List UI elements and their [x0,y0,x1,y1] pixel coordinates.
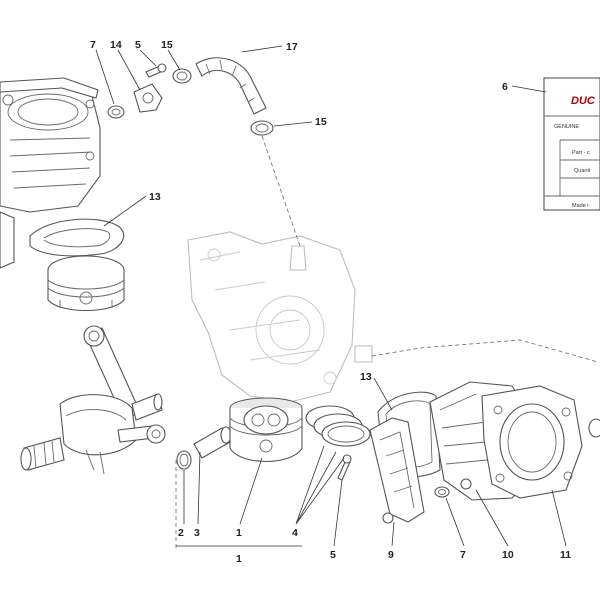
callout-13-mid: 13 [360,371,372,383]
callout-15-mid: 15 [315,116,327,128]
label-line-4: Made i [572,203,589,209]
chain-guide-9 [369,417,425,524]
callout-3: 3 [194,527,200,539]
callout-5-bottom: 5 [330,549,336,561]
piston-main [229,397,303,463]
callout-5-top: 5 [135,39,141,51]
screw-5-top [145,63,167,78]
callout-4: 4 [292,527,298,539]
base-gasket-left [29,218,125,257]
label-brand-text: DUC [571,95,596,107]
hose-17 [195,57,267,115]
hose-clamp-15-mid [250,120,274,136]
callout-2: 2 [178,527,184,539]
crankcase-ghost [187,231,373,403]
callout-7-bottom: 7 [460,549,466,561]
piston-pin-3 [193,426,232,459]
callout-17: 17 [286,41,298,53]
fitting-14 [133,83,163,113]
callout-15-top: 15 [161,39,173,51]
leader-lines [95,45,567,547]
callout-1-group: 1 [236,553,242,565]
callout-10: 10 [502,549,514,561]
o-ring-7-top [107,105,125,119]
callout-9: 9 [388,549,394,561]
callout-13-left: 13 [149,191,161,203]
crankshaft-assembly [20,325,166,475]
cylinder-upper-left [0,83,101,213]
callout-7-top: 7 [90,39,96,51]
circlip-2 [176,450,192,470]
callout-1: 1 [236,527,242,539]
hose-clamp-15-top [172,68,192,84]
label-line-2: Part - c [572,150,590,156]
head-gasket-11 [481,385,583,499]
screw-5-bottom [337,454,352,481]
left-bracket [0,211,15,269]
label-line-1: GENUINE [554,124,579,130]
callout-14: 14 [110,39,122,51]
callout-11: 11 [560,549,571,561]
genuine-parts-label [543,77,600,211]
label-line-3: Quanti [574,168,590,174]
callout-6: 6 [502,81,508,93]
piston-upper-left [47,255,125,312]
piston-rings-4 [305,405,371,447]
o-ring-right-edge [588,418,600,438]
assembly-dashed-lines [175,135,599,548]
cylinder-gasket-upper [0,77,99,99]
o-ring-7-bottom [434,486,450,498]
